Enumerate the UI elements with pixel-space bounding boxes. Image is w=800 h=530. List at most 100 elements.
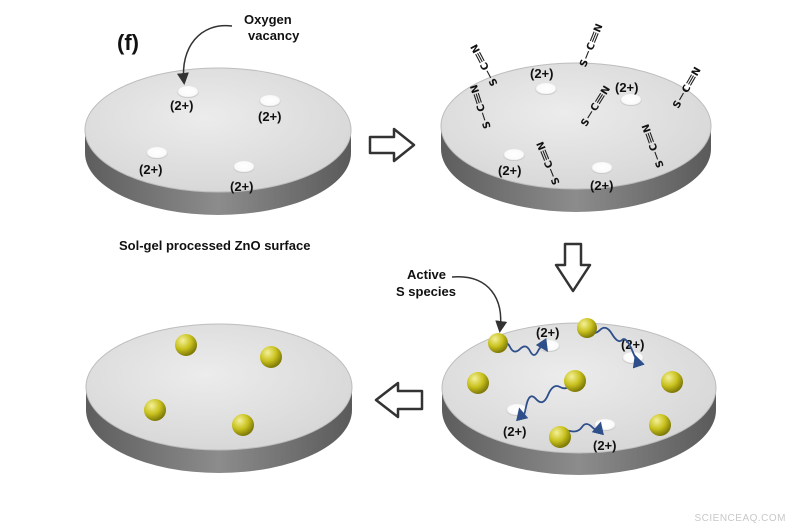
zno-disk-sulfur-migration (441, 322, 717, 475)
sulfur-atom (549, 426, 571, 448)
sulfur-atom-symbol: S (487, 76, 500, 88)
bond-line (549, 168, 554, 177)
zno-disk-sulfur-doped (85, 323, 353, 473)
zn-ion-label: (2+) (258, 109, 281, 124)
bond-line (647, 132, 652, 143)
oxygen-vacancy-hole (146, 147, 168, 159)
bond-line (686, 74, 693, 84)
zn-ion-label: (2+) (139, 162, 162, 177)
bond-line (587, 110, 593, 119)
scn-molecule: SCN (641, 122, 667, 169)
sulfur-atom (467, 372, 489, 394)
zn-ion-label: (2+) (530, 66, 553, 81)
carbon-atom-symbol: C (543, 159, 556, 170)
bond-line (596, 94, 604, 104)
zno-disk-scn-adsorbed (440, 62, 712, 212)
sulfur-atom-symbol: S (671, 99, 684, 111)
bond-line (649, 132, 655, 142)
sulfur-atom (175, 334, 197, 356)
sulfur-atom (577, 318, 597, 338)
oxygen-vacancy-hole (535, 83, 557, 95)
bond-line (593, 33, 599, 43)
bond-line (477, 52, 483, 63)
active-s-label-line1: Active (407, 267, 446, 282)
bond-line (544, 149, 550, 160)
zn-ion-label: (2+) (230, 179, 253, 194)
process-arrow-down (554, 242, 592, 293)
bond-line (688, 75, 694, 85)
bond-line (477, 92, 482, 103)
sulfur-atom-symbol: S (654, 159, 667, 170)
surface-caption: Sol-gel processed ZnO surface (119, 238, 310, 253)
process-arrow-right (368, 127, 416, 163)
sulfur-atom (488, 333, 508, 353)
scn-molecule: SCN (535, 140, 562, 187)
bond-line (542, 150, 548, 161)
zn-ion-label: (2+) (615, 80, 638, 95)
active-s-label-line2: S species (396, 284, 456, 299)
zn-ion-label: (2+) (498, 163, 521, 178)
sulfur-atom (144, 399, 166, 421)
vacancy-callout-arrow (176, 24, 233, 85)
scn-molecule: SCN (469, 83, 494, 130)
bond-line (689, 76, 696, 86)
bond-line (598, 95, 605, 105)
bond-line (585, 50, 590, 59)
bond-line (594, 92, 602, 102)
carbon-atom-symbol: C (648, 142, 661, 153)
bond-line (486, 70, 492, 79)
zn-ion-label: (2+) (593, 438, 616, 453)
bond-line (479, 51, 485, 62)
bond-line (475, 93, 480, 104)
sulfur-atom-symbol: S (550, 175, 563, 186)
migration-path (587, 326, 645, 369)
oxygen-vacancy-hole (503, 149, 525, 161)
bond-line (540, 151, 546, 161)
oxygen-vacancy-hole (233, 161, 255, 173)
zno-disk-pristine (84, 67, 352, 215)
bond-line (654, 151, 659, 160)
sulfur-atom (564, 370, 586, 392)
oxygen-vacancy-hole (177, 86, 199, 98)
bond-line (679, 92, 684, 101)
bond-line (473, 94, 478, 105)
zn-ion-label: (2+) (536, 325, 559, 340)
sulfur-atom (232, 414, 254, 436)
sulfur-atom-symbol: S (481, 120, 494, 130)
panel-label: (f) (117, 30, 139, 55)
carbon-atom-symbol: C (475, 102, 488, 112)
bond-line (475, 53, 481, 64)
carbon-atom-symbol: C (479, 60, 492, 72)
nitrogen-atom-symbol: N (469, 42, 483, 55)
oxygen-vacancy-label-line1: Oxygen (244, 12, 292, 27)
migration-paths (499, 326, 645, 438)
zn-ion-label: (2+) (503, 424, 526, 439)
bond-line (645, 133, 650, 144)
watermark: SCIENCEAQ.COM (694, 513, 786, 524)
nitrogen-atom-symbol: N (690, 65, 704, 78)
zn-ion-label: (2+) (170, 98, 193, 113)
nitrogen-atom-symbol: N (641, 122, 654, 134)
sulfur-atom-symbol: S (578, 58, 591, 69)
carbon-atom-symbol: C (680, 83, 693, 95)
oxygen-vacancy-label-line2: vacancy (248, 28, 300, 43)
nitrogen-atom-symbol: N (469, 83, 482, 94)
migration-path (516, 382, 573, 422)
scn-molecule: SCN (578, 22, 605, 69)
oxygen-vacancy-hole (591, 162, 613, 174)
sulfur-atom (260, 346, 282, 368)
bond-line (481, 112, 486, 121)
sulfur-atom-symbol: S (579, 117, 592, 129)
carbon-atom-symbol: C (585, 41, 598, 52)
bond-line (591, 32, 597, 43)
nitrogen-atom-symbol: N (592, 22, 605, 34)
process-arrow-left (374, 381, 424, 419)
sulfur-atom (649, 414, 671, 436)
oxygen-vacancy-hole (620, 94, 642, 106)
zn-ion-label: (2+) (590, 178, 613, 193)
active-s-callout-arrow (451, 276, 508, 333)
oxygen-vacancy-hole (259, 95, 281, 107)
nitrogen-atom-symbol: N (535, 140, 548, 152)
